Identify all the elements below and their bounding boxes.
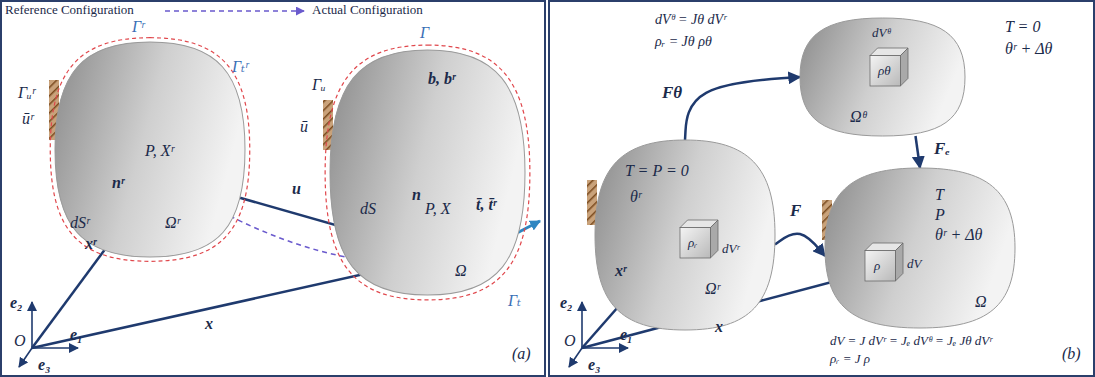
volume-element: ρθdVᶿ (870, 48, 908, 86)
state-label: Ω (455, 262, 467, 280)
vector-label: nʳ (112, 174, 124, 192)
panel-frame (549, 1, 1094, 376)
density-label: dVʳ (722, 242, 739, 256)
reference-body: T = P = 0θʳΩʳρᵣdVʳ (595, 140, 775, 330)
displacement-label: ū (300, 118, 308, 136)
vector-label: t̄, t̄ʳ (476, 196, 496, 214)
boundary-label: Γ (420, 24, 429, 42)
state-label: T (935, 186, 944, 204)
legend-text: Actual Configuration (312, 3, 423, 17)
vector-label: u (292, 180, 301, 198)
vector-label: xʳ (85, 235, 96, 253)
legend-arrow (165, 10, 304, 12)
state-label: θʳ + Δθ (935, 226, 982, 244)
state-label: P (935, 206, 945, 224)
axis-label: e₃ (38, 356, 51, 374)
panel-frame (1, 1, 545, 376)
equation: ρᵣ = Jθ ρθ (655, 34, 712, 49)
origin-label: O (564, 332, 576, 350)
state-label: T = P = 0 (625, 162, 689, 180)
axis-label: e₁ (620, 326, 633, 344)
axis-label: e₁ (70, 326, 83, 344)
vector-label: b, bʳ (428, 70, 455, 88)
state-label: P, X (425, 200, 450, 218)
state-label: θʳ (630, 188, 641, 206)
axis-label: e₂ (560, 294, 573, 312)
area-label: dSʳ (70, 214, 90, 232)
axis-label: e₃ (588, 356, 601, 374)
boundary-label: Γᵤʳ (18, 84, 35, 102)
vector-label: x (205, 315, 213, 333)
boundary-label: Γₜ (508, 292, 521, 310)
state-label: Ωʳ (705, 280, 720, 298)
body-outline (330, 50, 525, 295)
area-label: dS (360, 200, 376, 218)
boundary-label: Γʳ (132, 18, 145, 36)
vector-label: n (412, 186, 421, 204)
state-label: Ωʳ (165, 214, 180, 232)
vector-label: x (715, 318, 723, 336)
axes (19, 302, 628, 367)
mapping-label: Fθ (660, 84, 684, 103)
boundary-label: Γₜʳ (232, 58, 249, 76)
density-label: ρθ (878, 64, 891, 78)
legend-text: Reference Configuration (5, 3, 134, 17)
state-label: Ωᶿ (850, 108, 866, 126)
mapping-arrow (916, 136, 921, 168)
equation: dVᶿ = Jθ dVʳ (655, 12, 726, 27)
density-label: dVᶿ (872, 26, 890, 40)
current-body: TPθʳ + ΔθΩρdV (825, 168, 1015, 328)
intermediate-body: T = 0θʳ + ΔθΩᶿρθdVᶿ (800, 18, 965, 136)
displacement-label: ūʳ (22, 110, 34, 128)
mapping-arrow (685, 77, 800, 140)
state-label: P, Xʳ (145, 142, 174, 160)
cube-outline (865, 243, 903, 281)
vector-label: xʳ (615, 262, 626, 280)
density-label: ρᵣ (688, 236, 697, 250)
mapping-label: F (788, 202, 803, 221)
equation: ρᵣ = J ρ (830, 352, 870, 366)
state-label: Ω (975, 293, 987, 311)
current-body: P, X Ω (330, 50, 525, 295)
volume-element: ρdV (865, 243, 903, 281)
cube-outline (680, 220, 718, 258)
mapping-label: Fₑ (932, 140, 952, 159)
volume-element: ρᵣdVʳ (680, 220, 718, 258)
panel-label: (b) (1062, 345, 1081, 363)
mapping-arrow (775, 234, 825, 256)
equation: dV = J dVʳ = Jₑ dVᶿ = Jₑ Jθ dVʳ (830, 334, 992, 348)
density-label: dV (907, 257, 921, 271)
state-label: T = 0 (1005, 18, 1040, 36)
boundary-label: Γᵤ (312, 76, 326, 94)
state-label: θʳ + Δθ (1005, 40, 1052, 58)
panel-label: (a) (512, 345, 531, 363)
density-label: ρ (874, 259, 880, 273)
axis-label: e₂ (10, 294, 23, 312)
origin-label: O (14, 332, 26, 350)
